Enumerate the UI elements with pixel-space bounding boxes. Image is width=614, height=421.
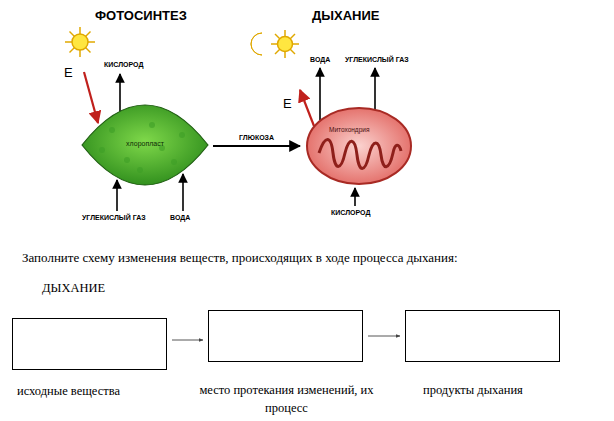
answer-box: место протекания изменений, их процесс	[208, 310, 363, 362]
scheme-title: ДЫХАНИЕ	[42, 281, 105, 296]
sun-icon	[65, 27, 95, 57]
co2-arrow	[116, 180, 118, 211]
texture-dot	[109, 127, 115, 133]
substance-label: ВОДА	[310, 56, 330, 64]
moon-icon	[251, 33, 262, 55]
flow-arrow	[368, 336, 400, 337]
mitochondrion-shape	[305, 105, 413, 187]
box-caption: продукты дыхания	[423, 382, 523, 400]
texture-dot	[171, 159, 177, 165]
mitochondrion: Митохондрия	[305, 105, 413, 187]
co2-arrow	[374, 68, 376, 109]
texture-dot	[137, 167, 143, 173]
substance-label: ВОДА	[170, 214, 190, 222]
substance-label: УГЛЕКИСЛЫЙ ГАЗ	[345, 56, 409, 64]
edge-label: ГЛЮКОЗА	[237, 134, 276, 142]
section-title: ФОТОСИНТЕЗ	[95, 8, 187, 24]
box-caption: исходные вещества	[17, 383, 120, 401]
energy-label: E	[64, 65, 73, 81]
chloroplast-leaf: хлоропласт	[82, 100, 208, 190]
substance-label: КИСЛОРОД	[104, 61, 143, 69]
answer-box: продукты дыхания	[405, 310, 560, 362]
texture-dot	[124, 157, 130, 163]
cristae	[319, 140, 401, 169]
organelle-label: Митохондрия	[329, 125, 369, 134]
energy-arrow	[300, 90, 314, 126]
substance-label: КИСЛОРОД	[331, 209, 370, 217]
sun-icon	[271, 30, 299, 58]
organelle-label: хлоропласт	[82, 139, 208, 149]
outer-membrane	[307, 108, 411, 184]
section-title: ДЫХАНИЕ	[312, 8, 379, 24]
water-arrow	[182, 174, 184, 211]
instruction-text: Заполните схему изменения веществ, проис…	[22, 250, 458, 266]
glucose-arrow	[213, 145, 300, 147]
leaf-outline	[82, 105, 208, 185]
flow-arrow	[172, 340, 203, 341]
substance-label: УГЛЕКИСЛЫЙ ГАЗ	[82, 214, 146, 222]
energy-label: E	[283, 96, 292, 112]
texture-dot	[179, 132, 185, 138]
texture-dot	[149, 122, 155, 128]
oxygen-arrow	[354, 188, 356, 206]
energy-arrow	[84, 72, 98, 123]
texture-dot	[99, 147, 105, 153]
answer-box: исходные вещества	[12, 318, 167, 370]
water-arrow	[319, 68, 321, 120]
box-caption: место протекания изменений, их процесс	[197, 382, 376, 417]
oxygen-arrow	[119, 74, 121, 113]
